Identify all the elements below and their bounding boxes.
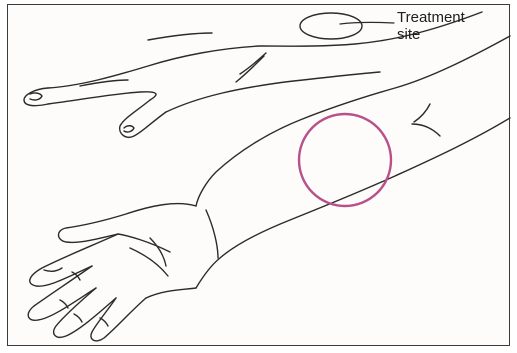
treatment-circle [299,114,391,206]
treatment-site-label-line2: site [397,26,465,43]
treatment-site-marker [300,13,394,39]
treatment-site-label: Treatment site [397,9,465,43]
treatment-site-label-line1: Treatment [397,9,465,26]
